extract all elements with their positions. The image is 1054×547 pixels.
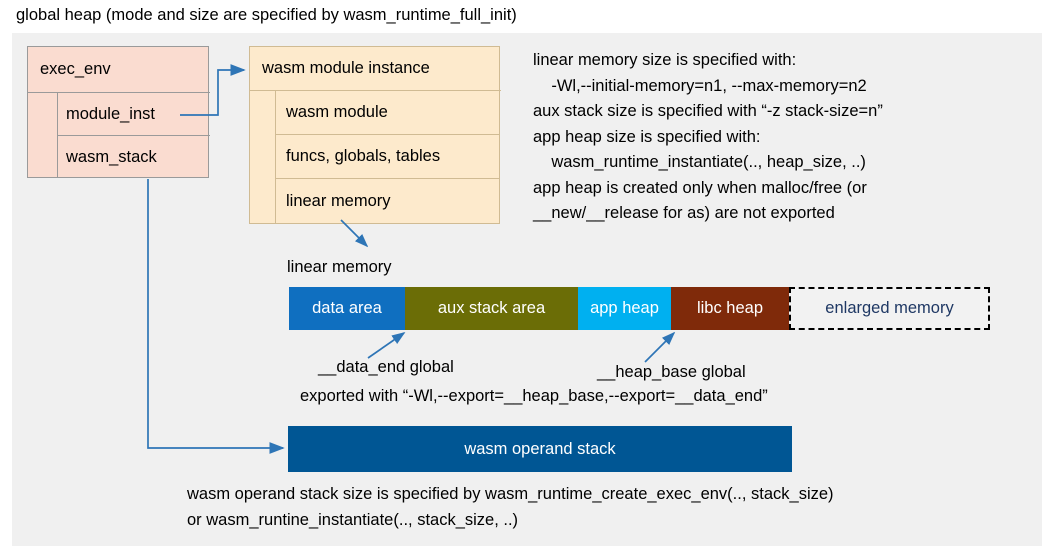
memory-segment-enlarged-memory: enlarged memory <box>789 287 990 330</box>
linear-memory-notes: linear memory size is specified with: -W… <box>533 51 883 222</box>
data-end-global-label: __data_end global <box>318 358 454 376</box>
wasm-module-instance-box: wasm module instance wasm module funcs, … <box>249 46 501 224</box>
module-instance-row-linear-memory: linear memory <box>286 191 391 210</box>
module-instance-row-funcs-globals-tables: funcs, globals, tables <box>276 135 499 179</box>
page-title: global heap (mode and size are specified… <box>16 6 517 24</box>
exported-with-label: exported with “-Wl,--export=__heap_base,… <box>300 387 768 405</box>
operand-stack-note: wasm operand stack size is specified by … <box>187 485 834 529</box>
exec-env-row-module-inst: module_inst <box>58 93 210 136</box>
module-instance-row-wasm-module: wasm module <box>276 91 499 135</box>
wasm-operand-stack-box: wasm operand stack <box>288 426 792 472</box>
memory-segment-app-heap: app heap <box>578 287 671 330</box>
memory-segment-libc-heap: libc heap <box>671 287 789 330</box>
memory-segment-data-area: data area <box>289 287 405 330</box>
module-instance-header: wasm module instance <box>250 47 501 91</box>
exec-env-header: exec_env <box>28 47 210 93</box>
exec-env-row-wasm-stack: wasm_stack <box>66 147 157 166</box>
memory-segment-aux-stack-area: aux stack area <box>405 287 578 330</box>
module-instance-gutter <box>250 91 276 223</box>
linear-memory-caption: linear memory <box>287 258 392 276</box>
exec-env-box: exec_env module_inst wasm_stack <box>27 46 210 178</box>
exec-env-gutter <box>28 93 58 178</box>
heap-base-global-label: __heap_base global <box>597 363 746 381</box>
